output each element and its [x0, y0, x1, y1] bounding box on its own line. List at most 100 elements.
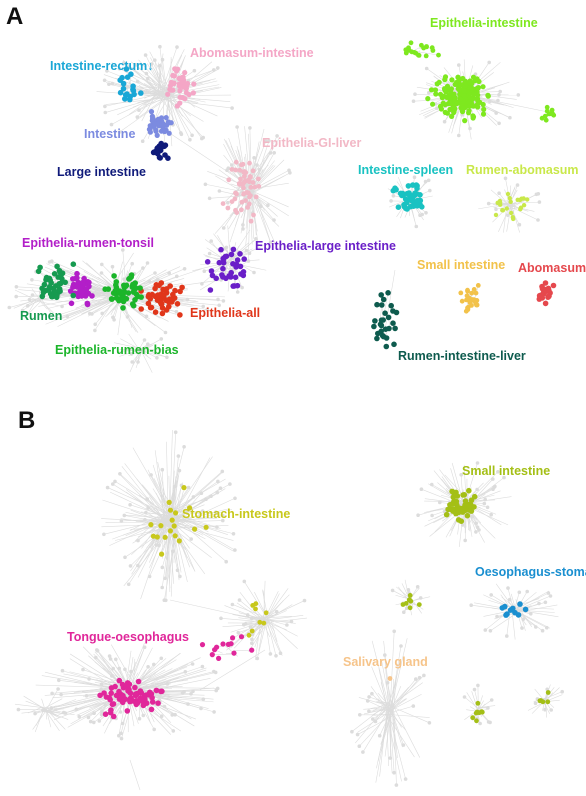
cluster-node-epithelia-intestine — [452, 106, 458, 112]
background-node — [159, 656, 164, 661]
cluster-node-epithelia-gi-liver — [256, 183, 262, 189]
background-node — [99, 271, 104, 275]
cluster-node-intestine — [150, 115, 156, 122]
cluster-node-tongue-oesophagus — [102, 711, 109, 717]
background-node — [401, 743, 406, 747]
network-edge — [125, 686, 218, 689]
network-edge — [390, 682, 423, 706]
cluster-node-stomach-intestine — [158, 523, 164, 529]
background-node — [173, 712, 177, 717]
background-node — [483, 628, 488, 632]
background-node — [137, 108, 141, 112]
cluster-node-rumen-intestine-liver — [391, 341, 397, 348]
background-node — [14, 285, 19, 289]
background-node — [399, 644, 403, 648]
background-node — [179, 131, 183, 135]
background-node — [200, 509, 205, 513]
background-node — [427, 90, 431, 95]
cluster-node-oesophagus-stomach — [515, 612, 522, 618]
cluster-node-epithelia-intestine — [438, 106, 444, 112]
background-node — [41, 708, 45, 712]
background-node — [183, 670, 188, 674]
background-node — [147, 279, 152, 284]
cluster-node-small-intestine-b — [408, 598, 414, 604]
background-node — [182, 267, 187, 271]
background-node — [515, 183, 520, 187]
background-node — [140, 139, 145, 143]
background-node — [442, 119, 447, 124]
network-edge — [545, 687, 560, 702]
background-node — [221, 299, 226, 303]
network-edge — [236, 189, 242, 213]
background-node — [50, 259, 54, 264]
cluster-node-epithelia-intestine — [441, 93, 447, 99]
background-node — [241, 227, 245, 231]
cluster-node-abomasum-intestine — [177, 88, 183, 94]
network-edge — [384, 710, 392, 757]
background-node — [154, 543, 159, 547]
background-node — [423, 179, 428, 184]
cluster-node-rumen-intestine-liver — [385, 290, 391, 296]
background-node — [278, 651, 283, 655]
cluster-node-large-intestine — [150, 149, 157, 156]
background-node — [160, 57, 165, 62]
background-node — [81, 667, 85, 672]
cluster-node-epithelia-intestine — [468, 85, 475, 91]
network-edge — [363, 707, 389, 710]
network-edge — [108, 83, 165, 97]
background-node — [173, 484, 177, 489]
background-node — [160, 565, 165, 570]
network-edge — [390, 694, 422, 711]
cluster-node-epithelia-gi-liver — [250, 180, 256, 185]
cluster-node-epithelia-all — [172, 287, 178, 294]
background-node — [415, 585, 420, 589]
cluster-node-rumen-intestine-liver — [378, 322, 385, 329]
network-edge — [270, 618, 278, 642]
cluster-node-stomach-intestine — [167, 528, 173, 534]
network-edge — [171, 497, 236, 528]
network-edge — [154, 450, 165, 523]
network-edge — [167, 481, 219, 516]
cluster-node-rumen-intestine-liver — [374, 301, 380, 308]
background-node — [152, 727, 156, 732]
cluster-labels: A B Intestine-rectum↓Abomasum-intestineI… — [6, 3, 586, 669]
background-node — [231, 532, 236, 536]
cluster-node-epithelia-all — [159, 310, 166, 317]
cluster-node-intestine-rectum — [138, 90, 144, 96]
network-edge — [135, 351, 142, 369]
background-node — [418, 213, 422, 218]
background-node — [203, 182, 208, 187]
background-node — [145, 497, 149, 501]
network-edge — [119, 349, 137, 352]
cluster-node-intestine — [147, 129, 153, 135]
background-node — [141, 713, 146, 718]
background-node — [475, 461, 480, 465]
background-node — [201, 697, 206, 701]
cluster-node-small-intestine — [465, 307, 471, 312]
background-node — [171, 729, 176, 733]
network-edge — [232, 604, 268, 619]
background-node — [111, 482, 115, 486]
cluster-node-rumen-intestine-liver — [382, 310, 388, 317]
background-node — [250, 637, 254, 642]
network-edge — [27, 706, 43, 714]
background-node — [141, 266, 145, 270]
network-edge — [25, 700, 48, 710]
network-edge — [397, 586, 409, 601]
background-node — [189, 537, 193, 541]
cluster-node-intestine-spleen — [406, 190, 412, 196]
cluster-node-rumen — [54, 263, 60, 270]
cluster-label: Rumen — [20, 309, 62, 323]
cluster-node-tongue-oesophagus — [153, 687, 160, 694]
cluster-node-epithelia-all — [167, 283, 173, 289]
cluster-node-epithelia-all — [138, 306, 144, 312]
network-edge — [509, 206, 539, 221]
cluster-node-stomach-intestine — [171, 523, 177, 529]
background-node — [212, 710, 216, 714]
cluster-node-intestine — [153, 127, 159, 133]
background-node — [221, 513, 225, 518]
cluster-node-small-intestine — [471, 287, 477, 292]
background-node — [200, 664, 205, 669]
network-edge — [390, 714, 430, 718]
background-node — [402, 610, 406, 614]
